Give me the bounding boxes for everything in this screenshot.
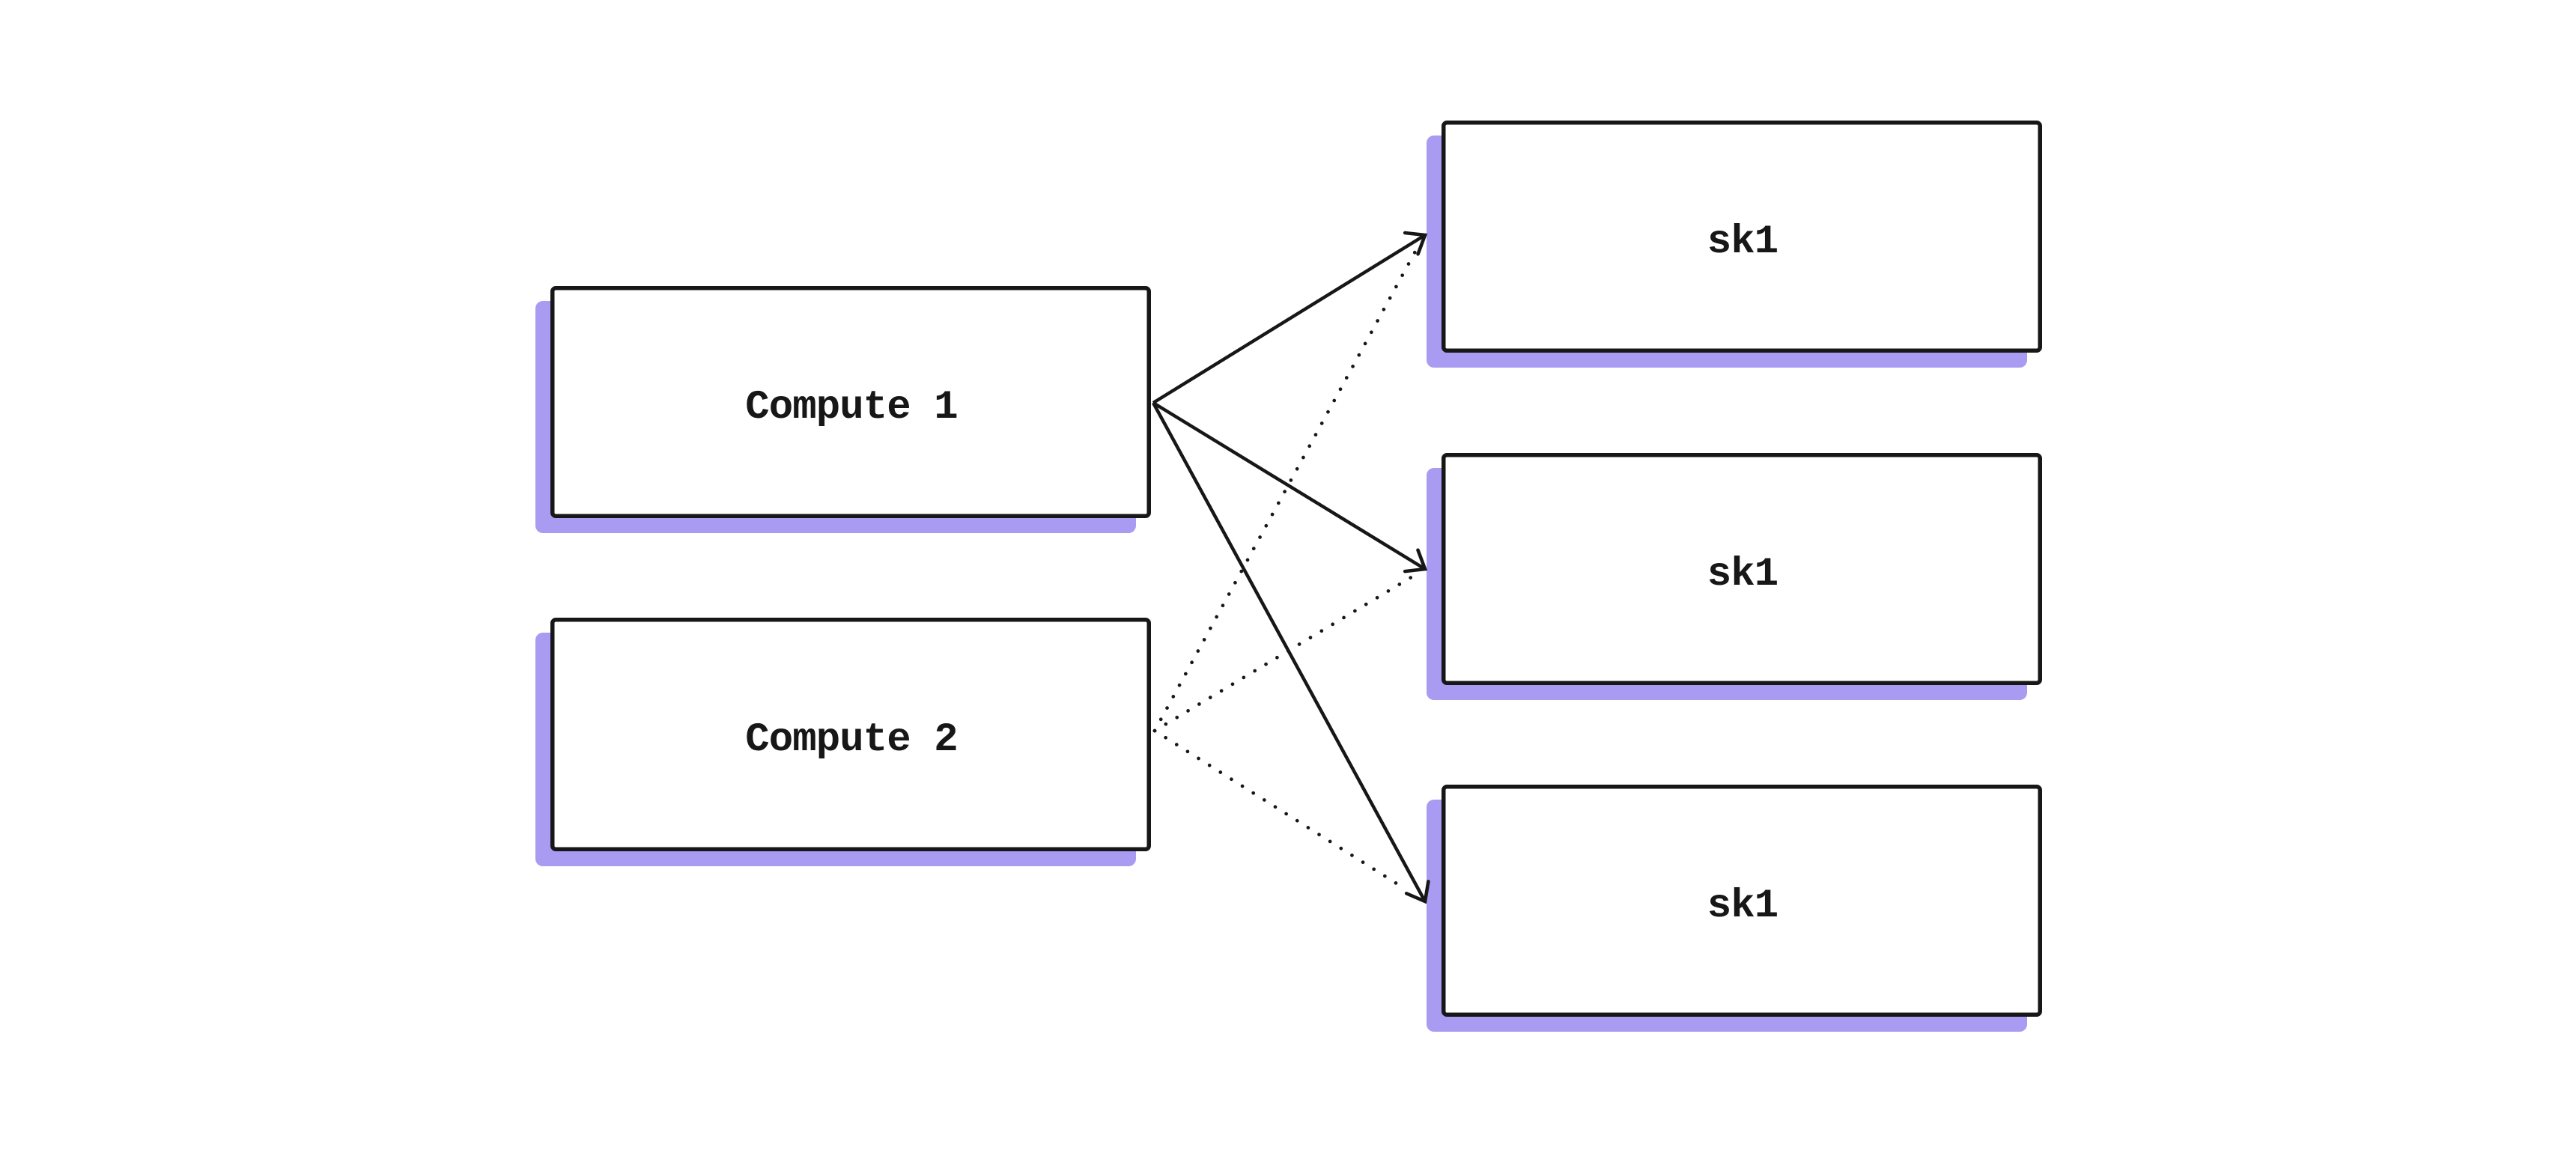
svg-text:Compute 2: Compute 2 xyxy=(745,717,958,763)
svg-text:sk1: sk1 xyxy=(1707,219,1778,265)
svg-text:Compute 1: Compute 1 xyxy=(745,385,958,431)
svg-text:sk1: sk1 xyxy=(1707,552,1778,597)
svg-text:sk1: sk1 xyxy=(1707,883,1778,929)
